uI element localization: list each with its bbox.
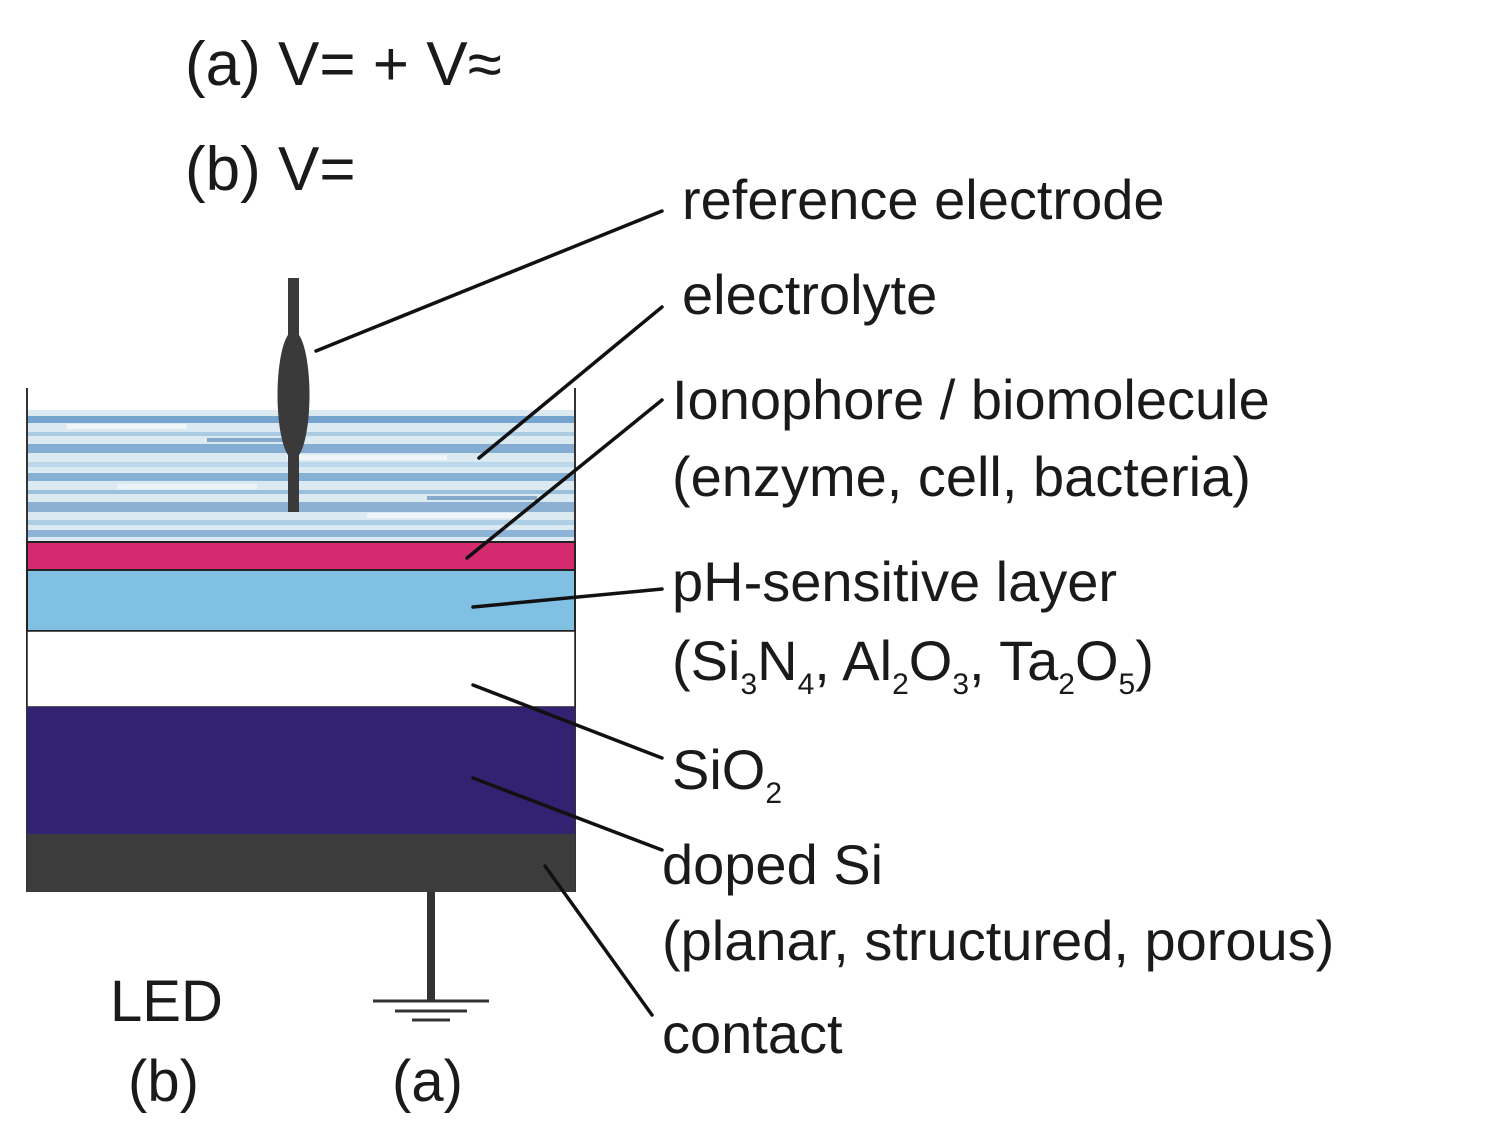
ph-text-7: ) (1135, 629, 1154, 692)
doped-si-label-line2: (planar, structured, porous) (662, 909, 1334, 972)
ground-mode-label: (a) (392, 1049, 463, 1114)
leader-doped-si (471, 776, 664, 852)
doped-si-layer (27, 707, 575, 834)
ph-text-1: (Si (672, 629, 740, 692)
ph-text-3: , Al (814, 629, 892, 692)
doped-si-label-line1: doped Si (662, 833, 883, 896)
leader-reference-electrode (314, 209, 664, 353)
reference-electrode (277, 278, 310, 512)
contact-layer (27, 834, 575, 892)
leader-ph-layer (471, 587, 664, 609)
ph-sub-4: 3 (952, 668, 969, 701)
ph-sub-1: 3 (740, 668, 757, 701)
leader-contact (543, 864, 654, 1017)
contact-label: contact (662, 1002, 843, 1065)
electrolyte-label: electrolyte (682, 263, 937, 326)
electrode-bulb (277, 331, 310, 459)
ph-layer-label-line1: pH-sensitive layer (672, 550, 1117, 613)
ph-sensitive-layer (26, 569, 576, 632)
leader-ionophore (465, 398, 664, 560)
ph-sub-3: 2 (892, 668, 909, 701)
sio2-text: SiO (672, 738, 765, 801)
bias-b-label: (b) V= (185, 135, 356, 204)
led-label: LED (110, 969, 223, 1034)
ionophore-label-line1: Ionophore / biomolecule (672, 368, 1270, 431)
reference-electrode-label: reference electrode (682, 168, 1165, 231)
leader-sio2 (471, 683, 664, 760)
ph-text-2: N (757, 629, 797, 692)
ph-sub-6: 5 (1119, 668, 1136, 701)
ph-text-6: O (1075, 629, 1119, 692)
ph-text-5: , Ta (969, 629, 1059, 692)
ph-sub-2: 4 (798, 668, 815, 701)
leader-electrolyte (477, 305, 664, 460)
led-mode-label: (b) (128, 1049, 199, 1114)
leader-lines (314, 209, 664, 1017)
ionophore-label-line2: (enzyme, cell, bacteria) (672, 445, 1251, 508)
sio2-layer (26, 630, 576, 708)
ph-layer-label-line2: (Si3N4, Al2O3, Ta2O5) (672, 629, 1154, 701)
bias-a-label: (a) V= + V≈ (185, 30, 502, 99)
ground-symbol (373, 892, 489, 1022)
ionophore-layer (26, 541, 576, 571)
sio2-label: SiO2 (672, 738, 782, 810)
ph-text-4: O (909, 629, 953, 692)
sio2-sub: 2 (765, 777, 782, 810)
ph-sub-5: 2 (1058, 668, 1075, 701)
sensor-stack (26, 388, 576, 892)
